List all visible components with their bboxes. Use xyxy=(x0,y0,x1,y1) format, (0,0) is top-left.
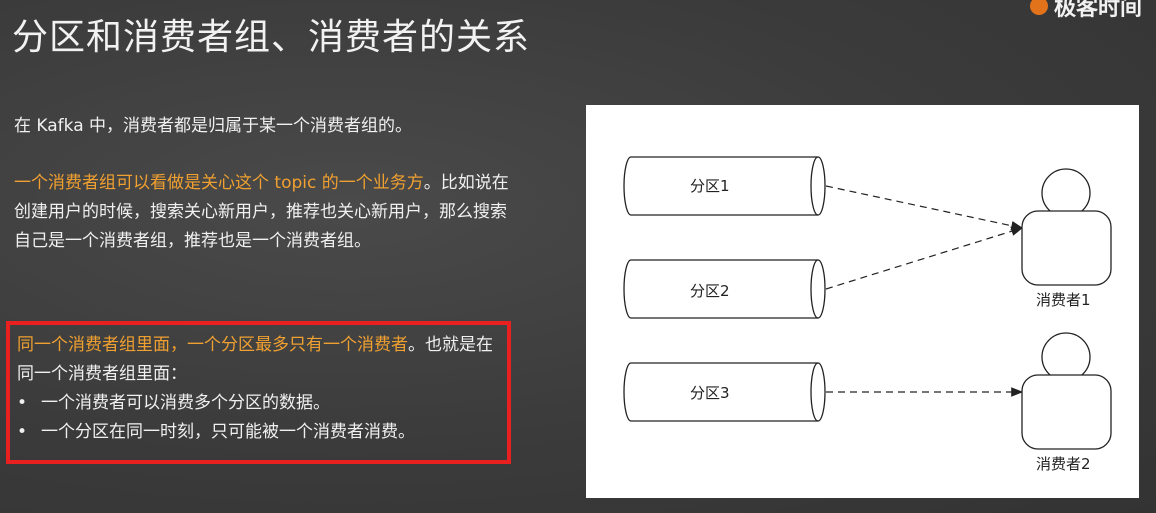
logo-icon xyxy=(1029,0,1048,15)
partition-cylinder: 分区1 xyxy=(623,156,826,216)
business-highlight: 一个消费者组可以看做是关心这个 topic 的一个业务方 xyxy=(14,173,424,193)
partition-label: 分区3 xyxy=(690,384,730,402)
partition-label: 分区2 xyxy=(690,282,730,300)
intro-paragraph: 在 Kafka 中，消费者都是归属于某一个消费者组的。 xyxy=(14,116,413,136)
consumer-figure: 消费者1 xyxy=(1021,168,1112,309)
partition-label: 分区1 xyxy=(690,177,730,195)
page-title: 分区和消费者组、消费者的关系 xyxy=(12,17,531,58)
person-body-icon xyxy=(1021,374,1112,450)
diagram-svg: 分区1 分区2 分区3 消费者1 消费者2 xyxy=(623,156,1112,473)
partition-consumer-diagram: 分区1 分区2 分区3 消费者1 消费者2 xyxy=(586,105,1139,498)
rule-rest: 。也就是在同一个消费者组里面： xyxy=(17,335,493,384)
person-body-icon xyxy=(1021,210,1112,286)
consumer-label: 消费者1 xyxy=(1036,291,1091,309)
partition-cylinder: 分区2 xyxy=(623,259,826,319)
rule-highlight-box: 同一个消费者组里面，一个分区最多只有一个消费者。也就是在同一个消费者组里面： •… xyxy=(6,321,511,464)
rule-paragraph: 同一个消费者组里面，一个分区最多只有一个消费者。也就是在同一个消费者组里面： xyxy=(17,331,501,389)
person-head-icon xyxy=(1041,168,1091,218)
rule-highlight: 同一个消费者组里面，一个分区最多只有一个消费者 xyxy=(17,335,408,355)
bullet-item: • 一个消费者可以消费多个分区的数据。 xyxy=(17,389,501,418)
bullet-mark: • xyxy=(17,393,28,413)
bullet-mark: • xyxy=(17,422,28,442)
business-rest: 。比如说在创建用户的时候，搜索关心新用户，推荐也关心新用户，那么搜索自己是一个消… xyxy=(14,173,509,251)
consumer-label: 消费者2 xyxy=(1036,455,1091,473)
logo-text: 极客时间 xyxy=(1053,0,1142,21)
bullet-text: 一个消费者可以消费多个分区的数据。 xyxy=(41,393,330,413)
bullet-text: 一个分区在同一时刻，只可能被一个消费者消费。 xyxy=(41,422,415,442)
arrow-partition1-consumer1 xyxy=(825,185,1024,231)
text-content: 在 Kafka 中，消费者都是归属于某一个消费者组的。 一个消费者组可以看做是关… xyxy=(14,112,514,256)
bullet-item: • 一个分区在同一时刻，只可能被一个消费者消费。 xyxy=(17,418,501,447)
business-paragraph: 一个消费者组可以看做是关心这个 topic 的一个业务方。比如说在创建用户的时候… xyxy=(14,169,514,256)
person-head-icon xyxy=(1041,332,1091,382)
partition-cylinder: 分区3 xyxy=(623,362,826,422)
consumer-figure: 消费者2 xyxy=(1021,332,1112,473)
brand-logo: 极客时间 xyxy=(1029,0,1142,22)
arrow-partition2-consumer1 xyxy=(825,226,1024,290)
